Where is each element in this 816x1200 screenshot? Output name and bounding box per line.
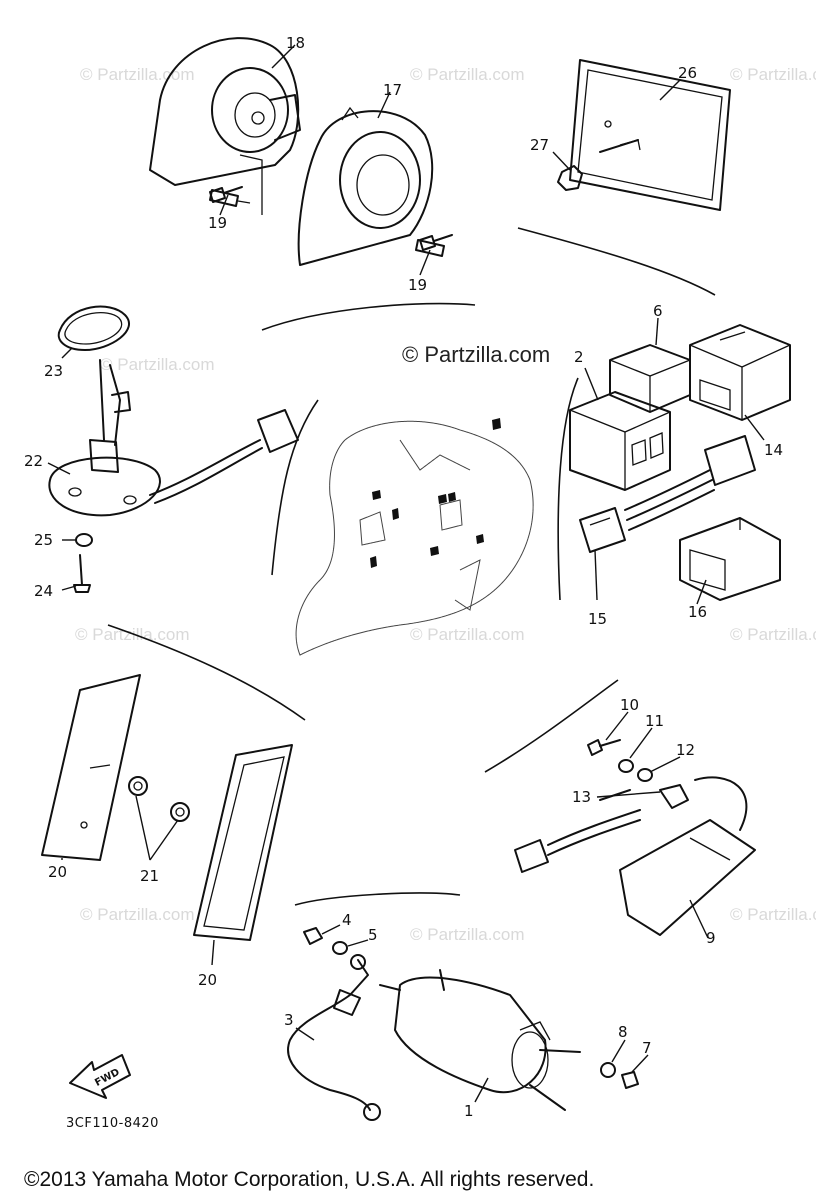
washer-12-drawing — [637, 768, 653, 782]
bolt-10-drawing — [587, 739, 621, 756]
watermark: © Partzilla.com — [730, 625, 816, 644]
bolt-shank — [433, 234, 453, 242]
callout-24: 24 — [34, 582, 53, 600]
callout-13: 13 — [572, 788, 591, 806]
nut-7-drawing — [621, 1071, 639, 1089]
callout-12: 12 — [676, 741, 695, 759]
watermark: © Partzilla.com — [410, 925, 525, 944]
callout-18: 18 — [286, 34, 305, 52]
screw-24-drawing — [73, 554, 91, 593]
leader-lines — [47, 44, 765, 1103]
horn-18-drawing — [149, 37, 301, 215]
callout-15: 15 — [588, 610, 607, 628]
washer-25-drawing — [75, 533, 93, 547]
callout-26: 26 — [678, 64, 697, 82]
callout-9: 9 — [706, 929, 716, 947]
bracket-13-drawing — [599, 784, 689, 809]
watermark: © Partzilla.com — [80, 905, 195, 924]
horn-17-drawing — [297, 106, 445, 266]
callout-11: 11 — [645, 712, 664, 730]
fwd-label: FWD — [93, 1067, 121, 1089]
lead-3-drawing — [287, 954, 381, 1121]
bolt-19-left-drawing — [209, 186, 243, 203]
reflector-20-right-drawing — [193, 744, 293, 941]
watermark: © Partzilla.com — [730, 65, 816, 84]
callout-2: 2 — [574, 348, 584, 366]
watermark: © Partzilla.com — [80, 65, 195, 84]
nuts-21-drawing — [128, 776, 190, 822]
washer-11-drawing — [618, 759, 634, 773]
callout-labels: 18 17 19 19 26 27 23 22 25 24 6 2 14 15 … — [24, 34, 783, 1120]
unit-16-drawing — [679, 517, 781, 601]
callout-19-right: 19 — [408, 276, 427, 294]
callout-10: 10 — [620, 696, 639, 714]
seal-23-drawing — [57, 305, 130, 351]
watermark: © Partzilla.com — [410, 625, 525, 644]
callout-23: 23 — [44, 362, 63, 380]
callout-5: 5 — [368, 926, 378, 944]
frame-outline-drawing — [295, 418, 534, 656]
sender-22-drawing — [48, 359, 299, 517]
bolt-19-right-drawing — [419, 234, 453, 251]
callout-8: 8 — [618, 1023, 628, 1041]
unit-14-drawing — [689, 324, 791, 421]
callout-4: 4 — [342, 911, 352, 929]
bolt-head — [209, 187, 226, 203]
fwd-arrow-icon: FWD — [69, 1054, 131, 1099]
copyright-footer: ©2013 Yamaha Motor Corporation, U.S.A. A… — [24, 1168, 594, 1191]
callout-3: 3 — [284, 1011, 294, 1029]
washer-8-drawing — [600, 1062, 616, 1078]
callout-17: 17 — [383, 81, 402, 99]
watermark: © Partzilla.com — [730, 905, 816, 924]
rectifier-9-drawing — [514, 776, 756, 936]
callout-25: 25 — [34, 531, 53, 549]
part-code: 3CF110-8420 — [66, 1116, 159, 1131]
bolt-shank — [223, 186, 243, 194]
starter-relay-1-drawing — [379, 969, 581, 1111]
group-bracket-lines — [107, 227, 716, 906]
nut-4-drawing — [303, 927, 323, 945]
callout-7: 7 — [642, 1039, 652, 1057]
reflector-20-left-drawing — [41, 674, 141, 861]
callout-6: 6 — [653, 302, 663, 320]
watermark: © Partzilla.com — [410, 65, 525, 84]
relay-6-drawing — [609, 344, 691, 413]
connector-15-drawing — [579, 435, 756, 553]
callout-27: 27 — [530, 136, 549, 154]
watermark: © Partzilla.com — [100, 355, 215, 374]
callout-14: 14 — [764, 441, 783, 459]
callout-20-right: 20 — [198, 971, 217, 989]
relay-2-drawing — [569, 391, 671, 491]
washer-5-drawing — [332, 941, 348, 955]
callout-22: 22 — [24, 452, 43, 470]
watermark-main: © Partzilla.com — [402, 342, 550, 367]
watermark-grid: © Partzilla.com © Partzilla.com © Partzi… — [75, 65, 816, 944]
bolt-head — [419, 235, 436, 251]
lamp-26-drawing — [557, 59, 731, 211]
callout-20-left: 20 — [48, 863, 67, 881]
callout-19-left: 19 — [208, 214, 227, 232]
callout-21: 21 — [140, 867, 159, 885]
callout-16: 16 — [688, 603, 707, 621]
callout-1: 1 — [464, 1102, 474, 1120]
